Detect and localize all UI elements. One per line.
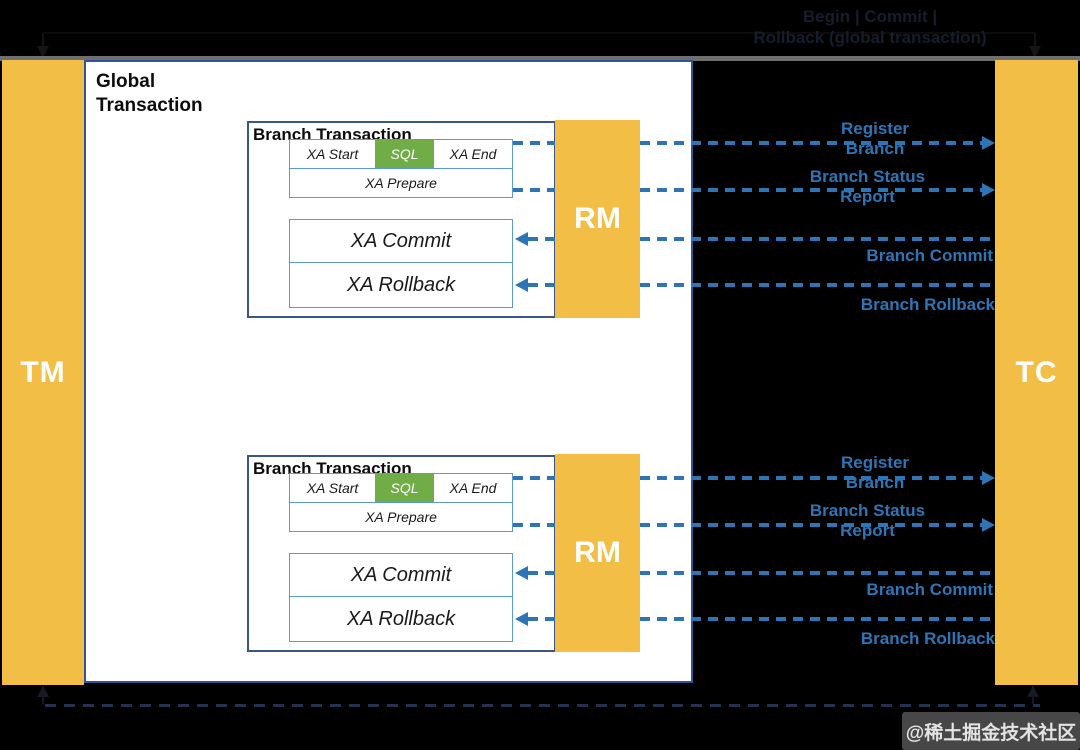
branch-rollback-label-1: Branch Rollback	[860, 295, 995, 314]
label-line: Report	[840, 521, 895, 540]
xa-prepare-box-1: XA Prepare	[289, 167, 513, 198]
tc-label: TC	[1015, 355, 1058, 389]
xa-start-box-2: XA Start	[289, 473, 376, 503]
register-branch-label-2: Register Branch	[795, 453, 955, 493]
arrow-branch-commit-1	[528, 237, 555, 241]
arrowhead-left-icon	[515, 232, 528, 246]
label-line: Branch	[845, 473, 905, 492]
global-transaction-title: Global Transaction	[96, 70, 316, 118]
branch-commit-label-2: Branch Commit	[866, 580, 993, 599]
watermark-badge: @稀土掘金技术社区	[902, 712, 1080, 750]
arrow-register-branch-2	[513, 476, 555, 480]
arrowhead-right-icon	[982, 136, 995, 150]
rm-box-1: RM	[555, 120, 640, 318]
branch-status-label-1: Branch Status Report	[770, 167, 965, 207]
arrowhead-down-icon	[37, 46, 49, 58]
branch-status-label-2: Branch Status Report	[770, 501, 965, 541]
top-connector-label-line2: Rollback (global transaction)	[753, 28, 987, 47]
arrow-branch-rollback-1	[640, 283, 995, 287]
xa-commit-box-2: XA Commit	[289, 553, 513, 597]
xa-start-box-1: XA Start	[289, 139, 376, 169]
bottom-connector-right-drop	[1032, 686, 1034, 704]
arrowhead-left-icon	[515, 612, 528, 626]
arrow-branch-rollback-2	[528, 617, 555, 621]
label-line: Register	[840, 453, 910, 472]
top-connector-right-drop	[1034, 33, 1036, 48]
label-line: Register	[840, 119, 910, 138]
tm-label: TM	[20, 355, 66, 389]
arrowhead-left-icon	[515, 278, 528, 292]
branch-rollback-label-2: Branch Rollback	[860, 629, 995, 648]
arrowhead-down-icon	[1029, 46, 1041, 58]
arrow-branch-status-1	[640, 188, 983, 192]
arrow-branch-commit-2	[640, 571, 995, 575]
rm-label-1: RM	[574, 202, 621, 235]
top-connector-label: Begin | Commit | Rollback (global transa…	[720, 6, 1020, 48]
sql-box-2: SQL	[374, 473, 435, 503]
top-connector-left-drop	[42, 33, 44, 48]
arrow-branch-commit-2	[528, 571, 555, 575]
arrowhead-right-icon	[982, 518, 995, 532]
top-connector-line	[43, 32, 1035, 34]
tm-bar: TM	[2, 60, 84, 685]
label-line: Branch Status	[809, 167, 926, 186]
xa-rollback-box-1: XA Rollback	[289, 262, 513, 308]
label-line: Branch Status	[809, 501, 926, 520]
top-connector-label-line1: Begin | Commit |	[802, 7, 938, 26]
arrow-register-branch-1	[513, 141, 555, 145]
arrowhead-right-icon	[982, 183, 995, 197]
arrow-register-branch-2	[640, 476, 983, 480]
rm-label-2: RM	[574, 536, 621, 569]
xa-commit-box-1: XA Commit	[289, 219, 513, 263]
branch-commit-label-1: Branch Commit	[866, 246, 993, 265]
tc-bar: TC	[995, 60, 1078, 685]
rm-box-2: RM	[555, 454, 640, 652]
arrow-branch-status-2	[513, 523, 555, 527]
xa-rollback-box-2: XA Rollback	[289, 596, 513, 642]
arrow-branch-rollback-2	[640, 617, 995, 621]
sql-box-1: SQL	[374, 139, 435, 169]
arrow-branch-status-2	[640, 523, 983, 527]
bottom-connector-left-drop	[42, 686, 44, 704]
xa-prepare-box-2: XA Prepare	[289, 501, 513, 532]
global-title-line2: Transaction	[96, 95, 203, 116]
register-branch-label-1: Register Branch	[795, 119, 955, 159]
label-line: Branch	[845, 139, 905, 158]
arrow-branch-commit-1	[640, 237, 995, 241]
arrowhead-left-icon	[515, 566, 528, 580]
arrow-register-branch-1	[640, 141, 983, 145]
global-title-line1: Global	[96, 71, 156, 92]
bottom-connector-line	[45, 704, 1040, 707]
top-shadow-strip	[0, 56, 1080, 61]
xa-end-box-1: XA End	[433, 139, 513, 169]
arrow-branch-status-1	[513, 188, 555, 192]
arrow-branch-rollback-1	[528, 283, 555, 287]
label-line: Report	[840, 187, 895, 206]
arrowhead-right-icon	[982, 471, 995, 485]
xa-end-box-2: XA End	[433, 473, 513, 503]
